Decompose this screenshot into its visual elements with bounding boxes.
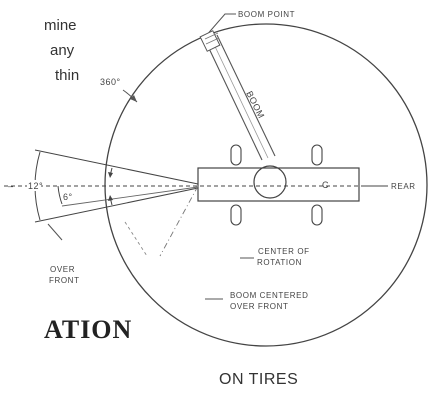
center-rotation-label-1: CENTER OF [258,247,310,256]
dash-mark: – [8,181,14,191]
tire-front-right [230,204,242,226]
degrees-360-label: 360° [100,77,121,87]
over-front-label-2: FRONT [49,276,80,285]
degrees-360-arrowhead [130,95,137,102]
over-front-leader [47,223,63,241]
paragraph-line-3: thin [55,67,79,84]
angle-12-label: 12° [28,181,43,191]
tire-rear-right [311,204,323,226]
rear-mark: C [322,180,329,190]
lower-angle-arrowhead [108,195,113,201]
rotation-circle [104,23,428,347]
tire-front-left [230,144,242,166]
center-rotation-label-2: ROTATION [257,258,302,267]
boom-centered-line [159,185,199,257]
rear-label: REAR [391,182,416,191]
paragraph-line-2: any [50,42,75,59]
wedge-line-upper [34,149,199,185]
boom-centered-label-2: OVER FRONT [230,302,288,311]
upper-angle-arrowhead [108,172,113,178]
angle-12-bg [27,180,41,191]
boom-point-leader [204,13,236,38]
turntable [253,165,287,199]
footer-label: ON TIRES [219,371,298,388]
section-title-fragment: ATION [44,315,132,344]
boom-point-label: BOOM POINT [238,10,295,19]
dashed-diagonal [124,221,148,257]
over-front-label-1: OVER [50,265,75,274]
boom-centered-label-1: BOOM CENTERED [230,291,308,300]
angle-6-label: 6° [63,192,73,202]
six-degree-line [61,186,199,207]
six-degree-arc [57,185,63,205]
tire-rear-left [311,144,323,166]
boom [199,30,276,161]
wedge-line-lower [34,187,199,223]
paragraph-line-1: mine [44,17,77,34]
